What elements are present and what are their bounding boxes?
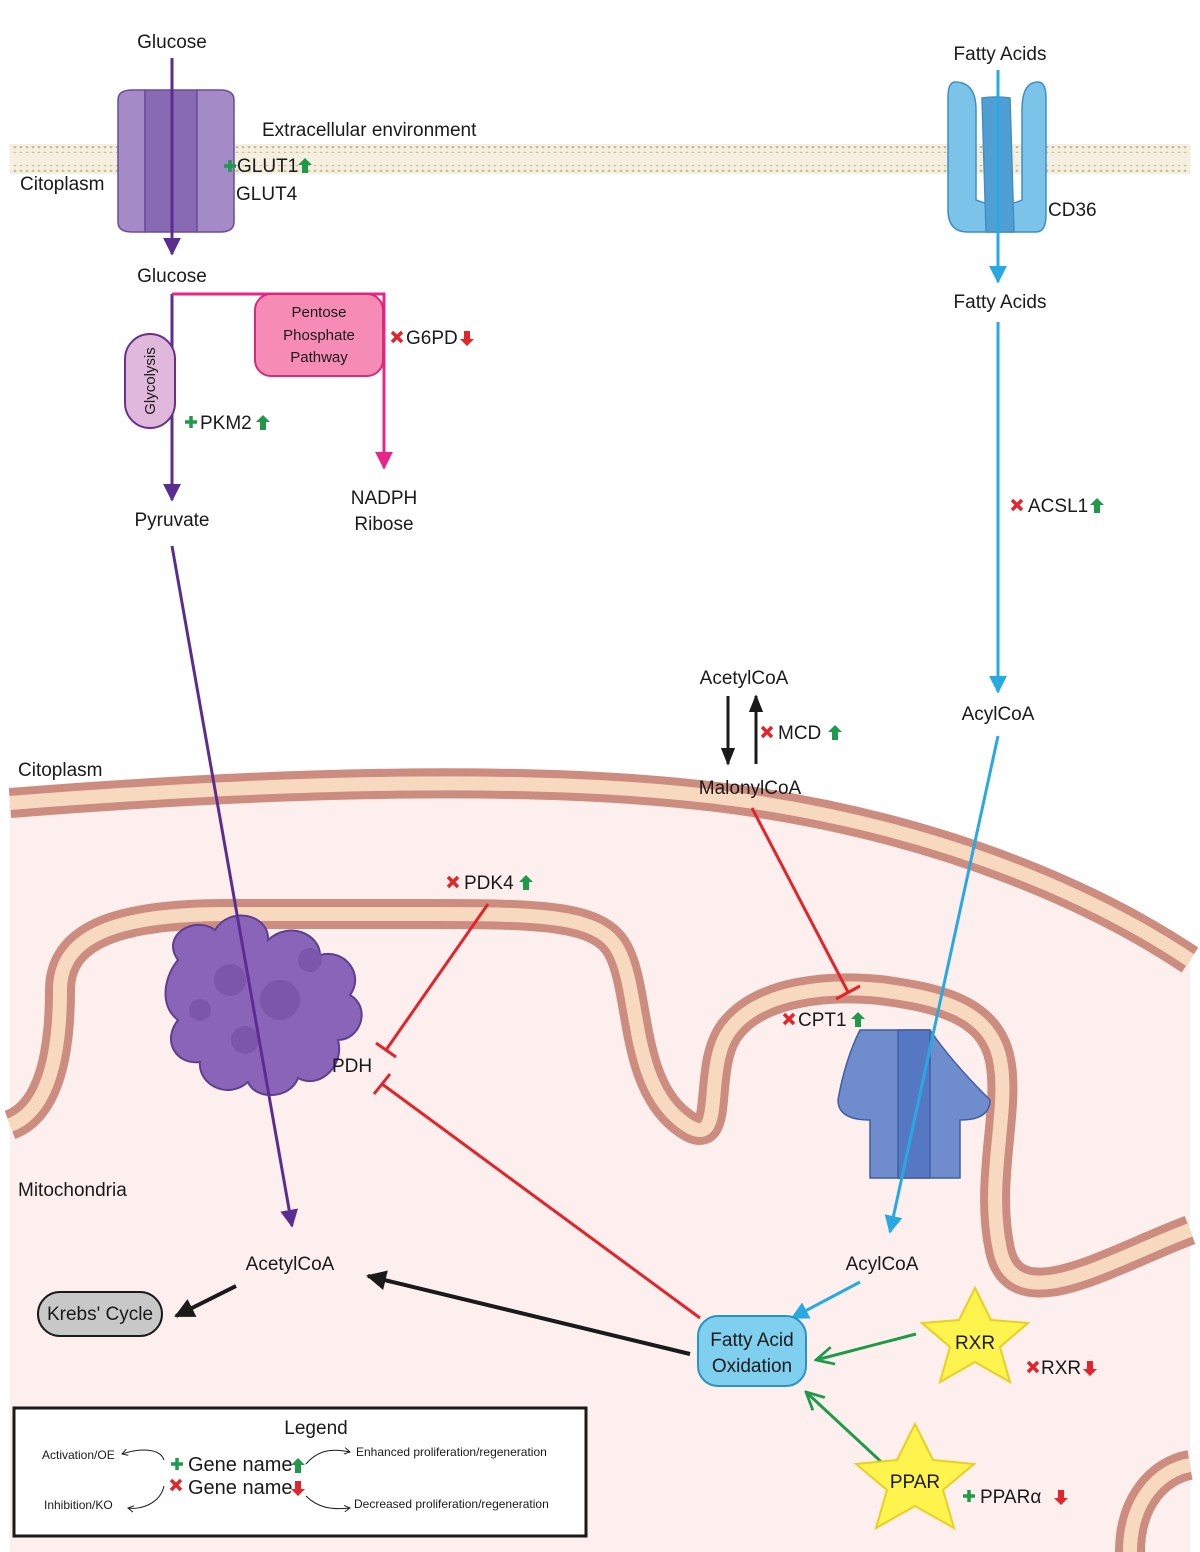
krebs-cycle-box: Krebs' Cycle <box>37 1291 163 1337</box>
ppp-arrow <box>172 292 393 470</box>
cross-icon <box>782 1012 796 1026</box>
pdk4-inhibits-pdh <box>375 903 490 1059</box>
up-arrow-icon <box>851 1012 865 1027</box>
up-arrow-icon <box>291 1458 305 1473</box>
citoplasm-mid-label: Citoplasm <box>18 760 102 781</box>
acsl1-marker: ACSL1 <box>1010 496 1104 517</box>
up-arrow-icon <box>828 725 842 740</box>
cross-icon <box>760 725 774 739</box>
down-arrow-icon <box>460 331 474 346</box>
legend-title: Legend <box>284 1418 347 1439</box>
cpt1-label: CPT1 <box>798 1010 847 1031</box>
mcd-label: MCD <box>778 723 821 744</box>
pdh-complex <box>164 914 363 1096</box>
acetylcoa-top-label: AcetylCoA <box>700 668 789 689</box>
pdh-label: PDH <box>332 1056 372 1077</box>
cross-icon <box>390 330 404 344</box>
legend-inhibition-label: Inhibition/KO <box>44 1498 113 1512</box>
ppar-star-label: PPAR <box>890 1472 940 1493</box>
fatty-inside-label: Fatty Acids <box>954 292 1047 313</box>
legend-gene-name-1: Gene name <box>188 1454 293 1476</box>
acylcoa-mito-label: AcylCoA <box>846 1254 919 1275</box>
up-arrow-icon <box>1090 498 1104 513</box>
acylcoa-cyto-label: AcylCoA <box>962 704 1035 725</box>
rxr-star-label: RXR <box>955 1333 995 1354</box>
ppp-label-line2: Phosphate <box>283 327 355 344</box>
cross-icon <box>1010 498 1024 512</box>
up-arrow-icon <box>256 415 270 430</box>
down-arrow-icon <box>1054 1490 1068 1505</box>
glycolysis-box: Glycolysis <box>124 333 176 429</box>
pdk4-marker: PDK4 <box>446 873 533 894</box>
extracellular-label: Extracellular environment <box>262 120 477 141</box>
acetylcoa-mito-label: AcetylCoA <box>246 1254 335 1275</box>
legend-enhanced-label: Enhanced proliferation/regeneration <box>356 1445 547 1459</box>
acetylcoa-to-krebs-arrow <box>174 1284 237 1318</box>
fao-label-line1: Fatty Acid <box>710 1330 793 1351</box>
ppara-marker: PPARα <box>963 1487 1068 1508</box>
fao-inhibits-pdh <box>372 1073 701 1320</box>
nadph-label: NADPH <box>351 488 418 509</box>
pyruvate-to-acetylcoa-arrow <box>170 545 299 1228</box>
glucose-inside-label: Glucose <box>137 266 207 287</box>
fao-to-acetylcoa-arrow <box>366 1270 691 1356</box>
cross-icon <box>1026 1360 1040 1374</box>
ppp-box: Pentose Phosphate Pathway <box>254 293 384 377</box>
legend-activation-label: Activation/OE <box>42 1448 115 1462</box>
pdk4-label: PDK4 <box>464 873 514 894</box>
malonylcoa-inhibits-cpt1 <box>750 807 861 1001</box>
glycolysis-label: Glycolysis <box>142 347 159 415</box>
ppar-star: PPAR <box>853 1421 977 1531</box>
citoplasm-top-label: Citoplasm <box>20 174 104 195</box>
acylcoa-to-fao-arrow <box>790 1280 861 1320</box>
cross-icon <box>446 875 460 889</box>
glut-transporter <box>117 89 235 233</box>
down-arrow-icon <box>291 1481 305 1496</box>
acsl1-label: ACSL1 <box>1028 496 1088 517</box>
cpt1-transporter <box>837 1029 991 1179</box>
glucose-outside-label: Glucose <box>137 32 207 53</box>
ribose-label: Ribose <box>354 514 413 535</box>
up-arrow-icon <box>519 875 533 890</box>
cpt1-marker: CPT1 <box>782 1010 865 1031</box>
plus-icon <box>224 160 236 172</box>
rxr-gene-label: RXR <box>1041 1358 1081 1379</box>
fao-label-line2: Oxidation <box>712 1356 792 1377</box>
ppara-label: PPARα <box>980 1487 1041 1508</box>
legend-decreased-label: Decreased proliferation/regeneration <box>354 1497 549 1511</box>
plus-icon <box>963 1490 975 1502</box>
cd36-label: CD36 <box>1048 200 1097 221</box>
glut1-marker: GLUT1 <box>224 156 312 177</box>
glut1-label: GLUT1 <box>237 156 298 177</box>
acylcoa-transport-arrow <box>884 735 1000 1234</box>
up-arrow-icon <box>298 158 312 173</box>
pkm2-label: PKM2 <box>200 413 252 434</box>
cross-icon <box>169 1478 183 1492</box>
fatty-outside-label: Fatty Acids <box>954 44 1047 65</box>
ppp-label-line1: Pentose <box>291 304 346 321</box>
malonylcoa-label: MalonylCoA <box>699 778 802 799</box>
g6pd-marker: G6PD <box>390 328 474 349</box>
fao-box: Fatty Acid Oxidation <box>697 1315 807 1387</box>
mcd-marker: MCD <box>760 723 842 744</box>
legend: Legend Activation/OE Inhibition/KO Gene … <box>12 1406 588 1538</box>
plus-icon <box>185 416 197 428</box>
legend-gene-name-2: Gene name <box>188 1477 293 1499</box>
krebs-cycle-label: Krebs' Cycle <box>47 1304 153 1325</box>
rxr-marker: RXR <box>1026 1358 1097 1379</box>
glut4-label: GLUT4 <box>236 184 298 205</box>
down-arrow-icon <box>1083 1361 1097 1376</box>
ppp-label-line3: Pathway <box>290 349 348 366</box>
rxr-star: RXR <box>919 1285 1031 1385</box>
pkm2-marker: PKM2 <box>185 413 270 434</box>
g6pd-label: G6PD <box>406 328 458 349</box>
ppar-activates-fao-arrow <box>806 1392 892 1472</box>
mitochondria-label: Mitochondria <box>18 1180 127 1201</box>
pyruvate-label: Pyruvate <box>135 510 210 531</box>
rxr-activates-fao-arrow <box>816 1332 917 1360</box>
plus-icon <box>171 1458 183 1470</box>
